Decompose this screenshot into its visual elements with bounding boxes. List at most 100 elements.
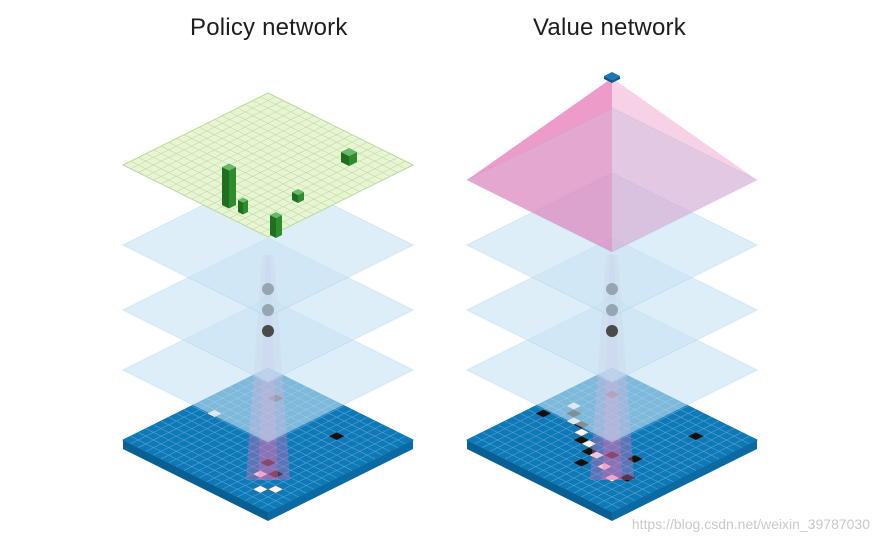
policy-output-layer-gridline <box>153 107 299 181</box>
value-pyramid-face-back <box>467 78 612 180</box>
value-output-node-side <box>604 76 612 83</box>
policy-input-board-top-gridline <box>214 413 360 486</box>
policy-output-layer-gridline <box>214 119 360 192</box>
policy-probability-bar <box>341 152 349 166</box>
policy-output-layer-gridline <box>244 104 391 177</box>
value-input-board-top-gridline <box>474 435 620 509</box>
value-input-board-top-gridline <box>558 413 704 486</box>
value-output-node-side <box>612 76 620 83</box>
value-input-board-top-gridline <box>489 428 636 501</box>
value-input-board-top-gridline <box>543 405 689 479</box>
black-stone <box>535 409 552 418</box>
policy-probability-bar <box>222 167 229 209</box>
policy-input-board-top-gridline <box>191 405 337 479</box>
policy-output-layer-gridline <box>237 107 383 181</box>
policy-input-board-top-gridline <box>222 416 368 490</box>
policy-output-layer-gridline <box>222 115 368 189</box>
policy-output-layer-gridline <box>130 160 276 234</box>
white-stone <box>267 485 284 494</box>
black-stone <box>687 432 705 441</box>
policy-probability-bar-top <box>238 197 248 203</box>
black-stone <box>626 454 643 463</box>
value-input-board-top-gridline <box>604 435 750 509</box>
policy-layer-ellipsis-dot <box>262 325 274 337</box>
policy-input-board-top-gridline <box>206 409 353 482</box>
policy-output-layer-gridline <box>237 149 383 223</box>
value-input-board-top-gridline <box>535 405 681 479</box>
policy-input-board-top-gridline <box>237 424 383 498</box>
policy-output-layer-gridline <box>191 126 337 200</box>
policy-input-board-top-gridline <box>199 405 345 479</box>
policy-output-layer-gridline <box>176 119 322 192</box>
policy-probability-bar-side <box>298 192 304 203</box>
value-layer-ellipsis-dot <box>606 325 618 337</box>
policy-output-layer-gridline <box>214 138 360 211</box>
value-network-title: Value network <box>533 14 686 41</box>
black-stone <box>603 451 621 460</box>
white-stone <box>252 485 269 494</box>
policy-output-layer-gridline <box>183 134 330 207</box>
value-input-board-top-gridline <box>527 409 674 482</box>
white-stone <box>588 451 605 460</box>
value-input-board-side-left <box>467 440 612 521</box>
policy-output-layer-gridline <box>138 100 284 173</box>
watermark: https://blog.csdn.net/weixin_39787030 <box>631 516 870 532</box>
policy-probability-bar-side <box>276 215 282 238</box>
policy-output-layer-gridline <box>191 130 337 204</box>
policy-input-board-top-gridline <box>183 409 330 482</box>
white-stone <box>596 462 613 471</box>
white-stone <box>252 470 269 479</box>
policy-probability-bar-side <box>243 200 248 215</box>
policy-output-layer-gridline <box>161 111 307 185</box>
value-input-board-top-gridline <box>588 428 735 501</box>
policy-input-board-side-right <box>268 440 413 521</box>
policy-input-board-top-gridline <box>168 416 314 490</box>
policy-input-board-side-left <box>123 440 268 521</box>
policy-probability-bar-top <box>222 163 236 171</box>
policy-probability-bar-top <box>270 212 282 218</box>
policy-output-layer-gridline <box>244 153 391 226</box>
value-input-board-top-gridline <box>566 416 712 490</box>
policy-output-layer-gridline <box>145 104 292 177</box>
policy-network-title: Policy network <box>190 14 348 41</box>
policy-output-layer <box>121 92 415 238</box>
white-stone <box>603 473 621 482</box>
value-input-board-top-gridline <box>596 432 742 505</box>
policy-output-layer-gridline <box>145 153 292 226</box>
policy-input-board-top-gridline <box>176 413 322 486</box>
policy-probability-bar-top <box>341 148 357 156</box>
policy-output-layer-gridline <box>138 157 284 230</box>
policy-probability-bar-side <box>229 167 236 209</box>
policy-output-layer-gridline <box>130 96 276 170</box>
policy-probability-bar-top <box>292 189 304 195</box>
value-input-board-top-gridline <box>550 409 697 482</box>
policy-hidden-layer-1 <box>121 172 415 318</box>
policy-output-layer-gridline <box>168 141 314 215</box>
policy-probability-bar <box>292 192 298 203</box>
policy-input-board-top-gridline <box>229 420 375 494</box>
policy-output-layer-gridline <box>229 111 375 185</box>
value-input-board-side-right <box>612 440 757 521</box>
policy-output-layer-gridline <box>260 160 406 234</box>
policy-probability-bar <box>270 215 276 238</box>
black-stone <box>328 432 345 441</box>
black-stone <box>619 473 636 482</box>
policy-input-board-top-gridline <box>153 424 299 498</box>
value-input-board-top-gridline <box>482 432 628 505</box>
value-pyramid-face-right <box>612 78 757 252</box>
value-pyramid-face-left <box>467 78 612 252</box>
policy-output-layer-gridline <box>183 123 330 196</box>
policy-input-board-top-gridline <box>260 435 406 509</box>
policy-input-board-top-gridline <box>130 435 276 509</box>
policy-probability-bar <box>238 200 243 215</box>
policy-probability-bar-side <box>349 152 357 166</box>
black-stone <box>259 458 277 467</box>
policy-output-layer-gridline <box>252 100 398 173</box>
policy-output-layer-gridline <box>168 115 314 189</box>
value-input-board-top-gridline <box>497 424 643 498</box>
policy-output-layer-gridline <box>206 123 353 196</box>
policy-input-board-top-gridline <box>161 420 307 494</box>
black-stone <box>573 458 590 467</box>
